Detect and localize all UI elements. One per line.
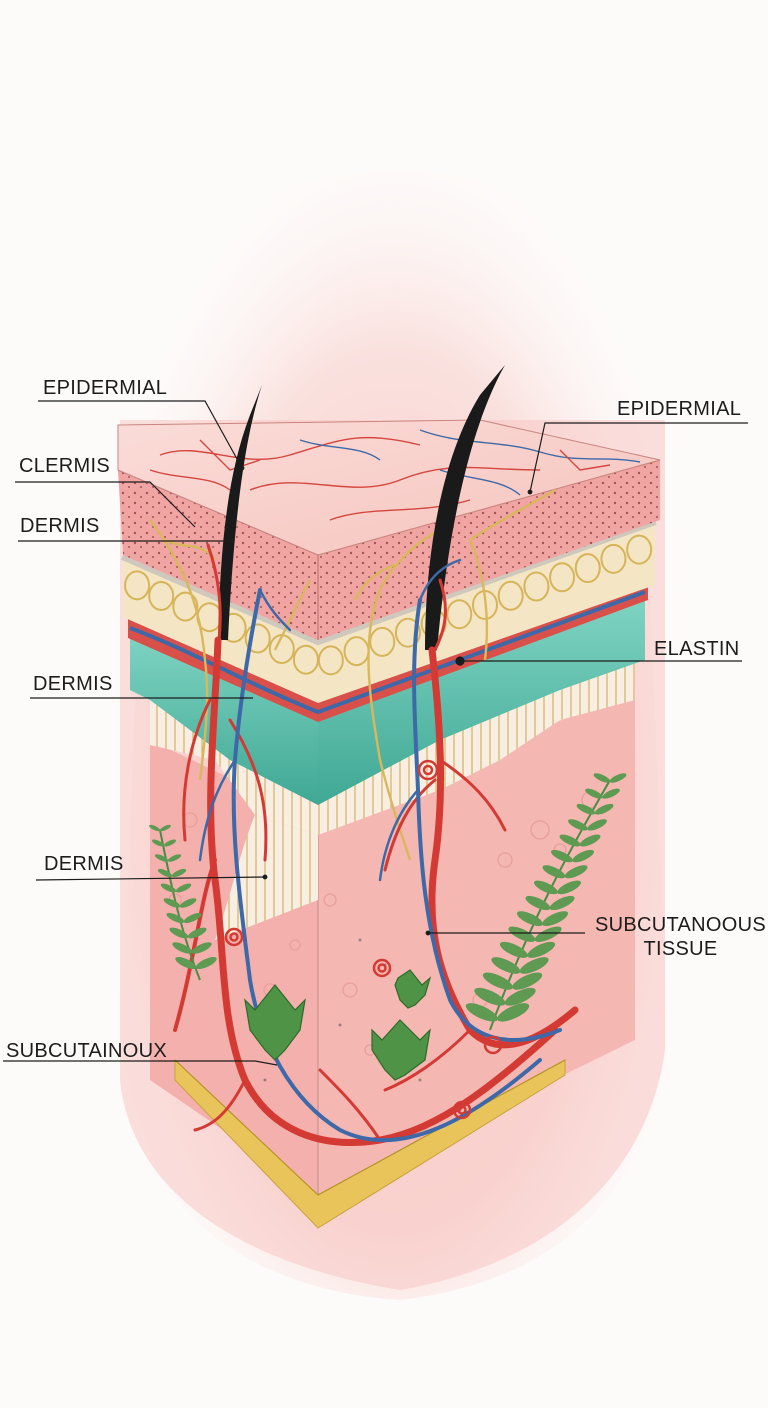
fern-leaflet xyxy=(172,942,193,954)
fat-loop xyxy=(549,562,576,593)
fern-leaflet xyxy=(568,819,588,831)
fat-loop xyxy=(369,626,396,657)
fern-leaflet xyxy=(579,834,601,847)
fat-loop xyxy=(148,580,175,611)
fern-leaflet xyxy=(157,868,173,878)
fat-loop xyxy=(523,571,550,602)
leader-line-right-epidermial xyxy=(529,422,748,493)
fern-leaflet xyxy=(154,854,169,862)
fern-leaflets xyxy=(149,773,627,1022)
ivy-leaves xyxy=(244,969,432,1081)
label-right-subcutanoous-line2: TISSUE xyxy=(643,938,718,960)
fern-leaflet xyxy=(564,865,588,879)
fern-leaflet xyxy=(499,941,528,958)
fern-leaflet xyxy=(587,819,607,831)
fern-leaflet xyxy=(491,957,521,974)
leader-line-left-clermis xyxy=(15,481,196,528)
fat-loop xyxy=(124,570,151,601)
fat-loop xyxy=(626,534,653,565)
leader-lines xyxy=(3,400,748,1066)
fern-leaflet xyxy=(512,972,543,990)
label-left-dermis-2: DERMIS xyxy=(33,673,113,695)
fern-leaflet xyxy=(527,941,556,958)
fat-loop xyxy=(394,617,421,648)
fern-leaflet xyxy=(151,839,165,847)
fern-leaflet xyxy=(572,849,594,863)
fern-leaflet xyxy=(585,788,603,799)
fern-leaflet xyxy=(163,898,181,908)
leader-line-left-subcutainoux xyxy=(3,1060,278,1066)
label-right-subcutanoous-tissue: SUBCUTANOOUS TISSUE xyxy=(595,913,766,961)
fern-leaflet xyxy=(482,972,513,990)
label-right-subcutanoous-line1: SUBCUTANOOUS xyxy=(595,914,767,936)
fern-leaflet xyxy=(519,957,549,974)
fern-leaflet xyxy=(160,883,177,893)
fern-leaflet xyxy=(557,880,582,895)
fern-leaflet xyxy=(159,824,171,832)
label-left-subcutainoux: SUBCUTAINOUX xyxy=(6,1040,168,1062)
fern-leaflet xyxy=(602,788,620,799)
fern-leaflet xyxy=(504,987,536,1006)
label-right-elastin: ELASTIN xyxy=(654,638,740,660)
label-left-clermis: CLERMIS xyxy=(19,455,111,477)
fat-loop xyxy=(497,580,524,611)
fern-leaflet xyxy=(593,773,611,783)
label-left-dermis-3: DERMIS xyxy=(44,853,124,875)
fern-leaflet xyxy=(171,868,187,878)
fern-leaflet xyxy=(465,1003,498,1022)
fern-leaflet xyxy=(175,883,192,893)
fern-leaflet xyxy=(149,824,161,832)
fat-loop xyxy=(446,599,473,630)
fat-loop xyxy=(172,591,199,622)
fern-leaflet xyxy=(576,803,596,815)
fern-leaflet xyxy=(516,911,543,927)
fern-leaflet xyxy=(542,865,566,879)
leader-line-left-dermis-3 xyxy=(35,876,266,881)
fern-leaflet xyxy=(533,880,558,895)
fat-loop xyxy=(317,645,344,676)
fat-loop xyxy=(244,623,271,654)
fern-leaflet xyxy=(497,1003,530,1022)
fern-leaflet xyxy=(534,926,562,942)
label-left-epidermial: EPIDERMIAL xyxy=(43,377,168,399)
fern-leaflet xyxy=(179,898,197,908)
fern-leaflet xyxy=(195,956,217,970)
fern-leaflet xyxy=(525,895,551,911)
fern-leaflet xyxy=(167,854,182,862)
teal-dermal-layer xyxy=(130,600,645,805)
fern-leaflet xyxy=(191,942,212,954)
fern-leaflet xyxy=(474,987,506,1006)
label-left-dermis-1: DERMIS xyxy=(20,515,100,537)
fat-loop xyxy=(574,553,601,584)
fern-leaflet xyxy=(542,911,569,927)
leader-line-left-epidermial xyxy=(38,400,243,469)
fat-loop xyxy=(600,543,627,574)
fern-leaflet xyxy=(549,895,575,911)
fern-leaflet xyxy=(559,834,581,847)
fern-leaflet xyxy=(551,849,573,863)
epidermis-surface xyxy=(117,419,661,556)
fern-leaflet xyxy=(609,773,627,783)
fern-leaflet xyxy=(169,927,189,939)
fern-leaflet xyxy=(594,803,614,815)
fern-leaflet xyxy=(166,912,185,924)
fern-leaflet xyxy=(508,926,536,942)
fern-leaflet xyxy=(163,839,177,847)
vessel-coils xyxy=(224,759,503,1120)
veins xyxy=(198,558,562,1143)
fern-leaflet xyxy=(187,927,207,939)
fern-leaflet xyxy=(183,912,202,924)
fern-leaflet xyxy=(175,956,197,970)
hair-follicles xyxy=(218,365,505,650)
label-right-epidermial: EPIDERMIAL xyxy=(617,398,742,420)
